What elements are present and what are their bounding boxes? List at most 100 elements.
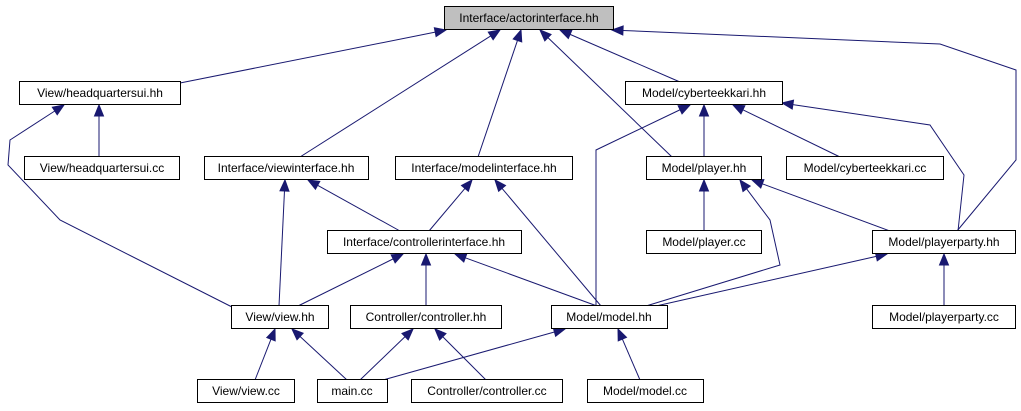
node-playerparty-cc[interactable]: Model/playerparty.cc <box>872 305 1016 329</box>
edge-view_hh-to-viewinterface <box>278 178 290 307</box>
node-label: Model/playerparty.cc <box>889 310 999 324</box>
edge-line <box>569 33 681 83</box>
edge-line <box>382 331 555 381</box>
arrowhead <box>739 178 752 193</box>
edge-controller_hh-to-controllerinterface <box>420 252 432 306</box>
node-playerparty-hh[interactable]: Model/playerparty.hh <box>872 230 1016 254</box>
edge-line <box>465 257 598 307</box>
node-label: View/headquartersui.hh <box>37 86 163 100</box>
edge-view_cc-to-view_hh <box>254 327 276 381</box>
edge-line <box>299 35 491 158</box>
edge-player_cc-to-player_hh <box>698 178 710 231</box>
arrowhead <box>938 252 950 266</box>
arrowhead <box>487 29 502 41</box>
node-actorinterface[interactable]: Interface/actorinterface.hh <box>444 6 614 30</box>
node-label: Model/cyberteekkari.hh <box>642 86 766 100</box>
edge-line <box>254 339 272 381</box>
arrowhead <box>512 28 523 43</box>
node-label: View/view.hh <box>245 310 314 324</box>
edge-controllerinterface-to-modelinterface <box>428 178 473 232</box>
node-controller-cc[interactable]: Controller/controller.cc <box>411 379 563 403</box>
node-label: Model/cyberteekkari.cc <box>804 161 927 175</box>
node-label: Model/player.hh <box>662 161 747 175</box>
node-cyberteekkari-hh[interactable]: Model/cyberteekkari.hh <box>625 81 783 105</box>
arrowhead <box>750 179 765 189</box>
node-label: Model/player.cc <box>662 235 745 249</box>
edge-playerparty_cc-to-playerparty_hh <box>938 252 950 306</box>
node-label: Model/model.cc <box>603 384 687 398</box>
node-headquartersui-hh[interactable]: View/headquartersui.hh <box>19 81 181 105</box>
arrowhead <box>494 178 507 193</box>
edge-view_hh-to-headquartersui_hh <box>7 104 233 308</box>
arrowhead <box>93 103 105 117</box>
arrowhead <box>610 25 624 36</box>
edge-controller_cc-to-controller_hh <box>434 328 487 381</box>
edge-player_hh-to-cyberteekkari_hh <box>698 103 710 157</box>
edge-line <box>428 188 466 232</box>
node-cyberteekkari-cc[interactable]: Model/cyberteekkari.cc <box>786 156 944 180</box>
node-label: Model/playerparty.hh <box>888 235 999 249</box>
node-label: View/headquartersui.cc <box>40 161 165 175</box>
arrowhead <box>460 178 473 193</box>
arrowhead <box>51 104 66 116</box>
edge-main_cc-to-view_hh <box>291 328 348 381</box>
edge-line <box>7 110 233 308</box>
edge-line <box>297 258 394 307</box>
arrowhead <box>698 178 710 192</box>
edge-line <box>299 336 348 381</box>
node-view-hh[interactable]: View/view.hh <box>231 305 329 329</box>
arrowhead <box>539 29 552 42</box>
edge-controllerinterface-to-viewinterface <box>306 179 401 232</box>
arrowhead <box>433 27 448 38</box>
edge-line <box>359 336 406 381</box>
edge-line <box>621 338 641 381</box>
arrowhead <box>558 29 573 40</box>
edge-line <box>317 184 401 232</box>
edge-line <box>792 104 965 232</box>
arrowhead <box>434 328 447 341</box>
node-controllerinterface[interactable]: Interface/controllerinterface.hh <box>327 230 522 254</box>
arrowhead <box>698 103 710 117</box>
node-headquartersui-cc[interactable]: View/headquartersui.cc <box>24 156 180 180</box>
edge-cyberteekkari_hh-to-actorinterface <box>558 29 681 83</box>
edge-model_hh-to-playerparty_hh <box>655 251 889 307</box>
arrowhead <box>617 327 628 342</box>
edge-playerparty_hh-to-cyberteekkari_hh <box>780 99 965 232</box>
edge-line <box>645 188 781 307</box>
edges-layer <box>7 25 1017 381</box>
edge-headquartersui_cc-to-headquartersui_hh <box>93 103 105 157</box>
node-view-cc[interactable]: View/view.cc <box>197 379 295 403</box>
edge-playerparty_hh-to-actorinterface <box>610 25 1017 232</box>
arrowhead <box>265 327 276 342</box>
node-label: Interface/modelinterface.hh <box>411 161 556 175</box>
node-label: Interface/viewinterface.hh <box>218 161 355 175</box>
edge-model_hh-to-modelinterface <box>494 178 602 307</box>
arrowhead <box>306 179 321 191</box>
node-label: Controller/controller.cc <box>427 384 546 398</box>
arrowhead <box>401 328 414 341</box>
node-modelinterface[interactable]: Interface/modelinterface.hh <box>395 156 573 180</box>
node-player-cc[interactable]: Model/player.cc <box>646 230 762 254</box>
edge-line <box>762 183 891 232</box>
nodes-layer: Interface/actorinterface.hh View/headqua… <box>19 6 1016 403</box>
node-controller-hh[interactable]: Controller/controller.hh <box>350 305 502 329</box>
node-main-cc[interactable]: main.cc <box>317 379 388 403</box>
edge-line <box>622 29 1017 232</box>
node-label: Interface/controllerinterface.hh <box>343 235 505 249</box>
node-player-hh[interactable]: Model/player.hh <box>646 156 762 180</box>
arrowhead <box>731 104 746 115</box>
edge-model_hh-to-cyberteekkari_hh <box>595 104 692 306</box>
node-label: Controller/controller.hh <box>366 310 487 324</box>
edge-line <box>442 336 487 381</box>
node-model-hh[interactable]: Model/model.hh <box>551 305 668 329</box>
node-viewinterface[interactable]: Interface/viewinterface.hh <box>204 156 369 180</box>
edge-line <box>278 190 285 307</box>
arrowhead <box>291 328 304 341</box>
node-model-cc[interactable]: Model/model.cc <box>587 379 704 403</box>
node-label: Interface/actorinterface.hh <box>459 11 598 25</box>
edge-viewinterface-to-actorinterface <box>299 29 502 158</box>
arrowhead <box>677 104 692 115</box>
edge-modelinterface-to-actorinterface <box>477 28 523 158</box>
edge-player_hh-to-actorinterface <box>539 29 673 158</box>
